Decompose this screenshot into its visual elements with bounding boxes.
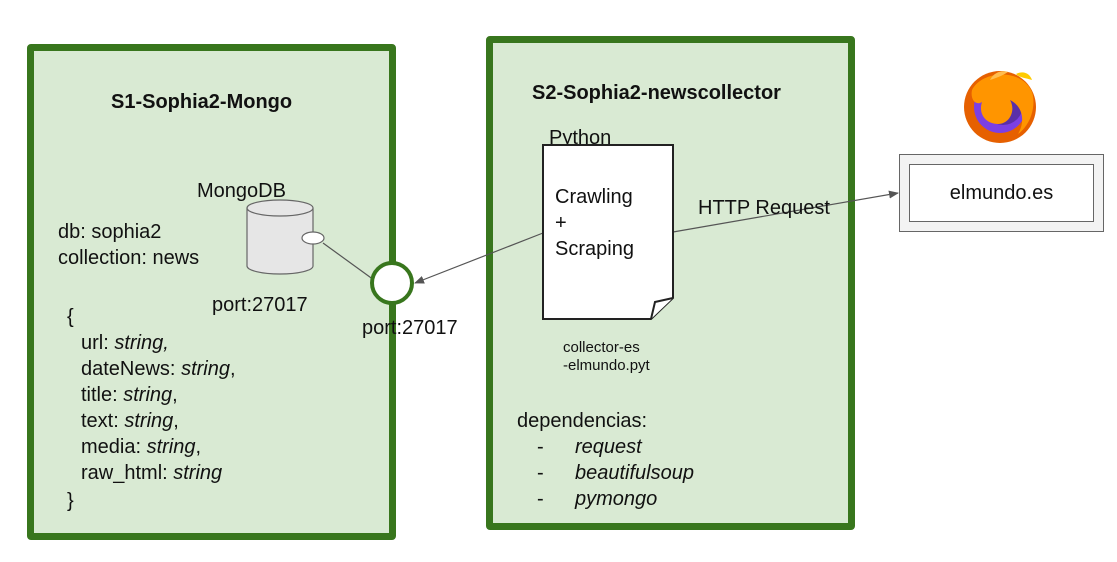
dependency-item: - beautifulsoup	[537, 460, 737, 486]
file-name-line1: collector-es	[563, 339, 640, 356]
dependency-name: pymongo	[575, 488, 658, 510]
list-bullet: -	[537, 436, 544, 458]
s1-container: S1-Sophia2-Mongo MongoDB db: sophia2 col…	[27, 44, 396, 540]
document-line-1: Crawling	[555, 186, 633, 208]
document-fold	[650, 297, 674, 320]
list-bullet: -	[537, 462, 544, 484]
dependencies-label: dependencias:	[517, 410, 648, 432]
schema-field-type: string	[124, 410, 174, 432]
s2-container: S2-Sophia2-newscollector Python collecto…	[486, 36, 855, 530]
dependency-item: - pymongo	[537, 486, 737, 512]
schema-field: dateNews: string,	[81, 356, 236, 382]
python-label: Python	[549, 127, 612, 149]
list-bullet: -	[537, 488, 544, 510]
s1-title: S1-Sophia2-Mongo	[111, 91, 293, 113]
target-site-box: elmundo.es	[899, 154, 1104, 232]
dependency-item: - request	[537, 434, 737, 460]
schema-close-brace: }	[67, 490, 74, 512]
document-line-2: +	[555, 212, 567, 234]
collection-name: collection: news	[58, 247, 200, 269]
schema-fields: url: string,dateNews: string,title: stri…	[81, 330, 236, 486]
target-site-label: elmundo.es	[909, 164, 1094, 222]
schema-field: text: string,	[81, 408, 236, 434]
dependency-name: request	[575, 436, 642, 458]
db-name: db: sophia2	[58, 221, 162, 243]
schema-field-type: string	[123, 384, 173, 406]
schema-field: media: string,	[81, 434, 236, 460]
dependency-name: beautifulsoup	[575, 462, 694, 484]
schema-field-separator: ,	[172, 384, 178, 406]
http-request-arrow	[672, 190, 899, 233]
schema-field-type: string,	[114, 332, 169, 354]
schema-open-brace: {	[67, 306, 74, 328]
document-line-3: Scraping	[555, 238, 634, 260]
schema-field-separator: ,	[229, 358, 236, 380]
schema-field: url: string,	[81, 330, 236, 356]
schema-field-type: string	[173, 462, 223, 484]
mongo-port-interface	[370, 261, 414, 305]
schema-field-key: dateNews:	[81, 358, 182, 380]
schema-field-key: raw_html:	[81, 462, 174, 484]
schema-field-key: url:	[81, 332, 115, 354]
database-icon	[246, 199, 314, 275]
schema-field-type: string	[181, 358, 230, 380]
schema-field-separator: ,	[195, 436, 202, 458]
script-to-port-arrow	[414, 232, 544, 284]
db-port-connector	[301, 231, 325, 245]
schema-field-key: title:	[81, 384, 124, 406]
schema-field: title: string,	[81, 382, 236, 408]
file-name-line2: -elmundo.pyt	[563, 357, 650, 374]
db-to-port-line	[322, 242, 375, 281]
mongodb-label: MongoDB	[197, 180, 286, 202]
http-request-label: HTTP Request	[698, 197, 830, 219]
dependencies-list: - request - beautifulsoup - pymongo	[537, 434, 737, 512]
schema-field-key: media:	[81, 436, 147, 458]
firefox-icon	[964, 71, 1036, 143]
schema-field: raw_html: string	[81, 460, 236, 486]
schema-field-type: string	[146, 436, 196, 458]
schema-field-key: text:	[81, 410, 125, 432]
mongo-port-label: port:27017	[212, 294, 308, 316]
outer-port-label: port:27017	[362, 317, 458, 339]
s2-title: S2-Sophia2-newscollector	[532, 82, 781, 104]
schema-field-separator: ,	[173, 410, 179, 432]
